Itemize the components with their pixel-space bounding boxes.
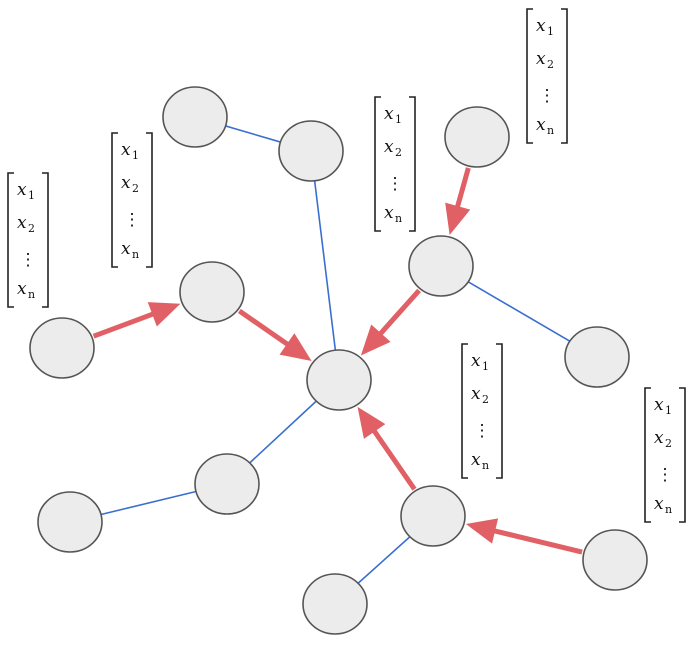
vector-right-bracket <box>409 96 416 232</box>
vector-entry-subscript: n <box>28 288 35 301</box>
vector-entry: x <box>384 137 394 157</box>
vector-entry-subscript: 1 <box>482 360 489 373</box>
vector-entry: x <box>384 104 394 124</box>
graph-node <box>302 573 368 635</box>
graph-edge <box>100 490 197 516</box>
vector-entry: x <box>17 213 27 233</box>
message-arrow-shaft <box>92 311 156 339</box>
message-arrow-shaft <box>492 528 583 555</box>
vector-entry: x <box>17 180 27 200</box>
graph-edge <box>225 125 281 143</box>
vector-right-bracket <box>561 8 568 144</box>
graph-node <box>278 120 344 182</box>
message-arrowhead <box>360 324 391 356</box>
graph-node <box>37 491 103 553</box>
vector-entry-subscript: n <box>395 212 402 225</box>
vector-entry: x <box>121 239 131 259</box>
vector-entry-ellipsis: ⋮ <box>387 174 404 194</box>
vector-entry-subscript: 1 <box>132 149 139 162</box>
vector-entry: x <box>121 140 131 160</box>
message-arrowhead <box>445 202 471 236</box>
message-arrowhead <box>147 302 181 327</box>
graph-node <box>400 485 466 547</box>
vector-left-bracket <box>111 132 118 268</box>
vector-entry-subscript: n <box>482 459 489 472</box>
vector-entry-subscript: 2 <box>395 146 402 159</box>
vector-entry: x <box>654 494 664 514</box>
vector-entry: x <box>17 279 27 299</box>
vector-entry-subscript: n <box>665 503 672 516</box>
graph-node <box>408 235 474 297</box>
vector-entry: x <box>121 173 131 193</box>
vector-entry-subscript: 1 <box>395 113 402 126</box>
vector-left-bracket <box>7 172 14 308</box>
vector-left-bracket <box>461 343 468 479</box>
vector-entry-subscript: 1 <box>665 404 672 417</box>
vector-right-bracket <box>496 343 503 479</box>
vector-entry-subscript: 2 <box>665 437 672 450</box>
vector-entry: x <box>654 395 664 415</box>
graph-node <box>29 317 95 379</box>
vector-entry: x <box>471 384 481 404</box>
message-arrowhead <box>279 333 312 362</box>
vector-entry-subscript: 2 <box>28 222 35 235</box>
vector-left-bracket <box>526 8 533 144</box>
vector-entry: x <box>536 115 546 135</box>
vector-entry-subscript: n <box>547 124 554 137</box>
message-arrow-shaft <box>371 428 417 491</box>
graph-node <box>444 106 510 168</box>
vector-entry-ellipsis: ⋮ <box>474 421 491 441</box>
vector-left-bracket <box>374 96 381 232</box>
vector-entry-subscript: 2 <box>132 182 139 195</box>
vector-entry: x <box>536 16 546 36</box>
graph-edge <box>313 180 337 351</box>
graph-node <box>564 326 630 388</box>
graph-node <box>582 529 648 591</box>
message-arrowhead <box>357 406 386 439</box>
center-node <box>306 349 372 411</box>
graph-node <box>162 86 228 148</box>
vector-entry: x <box>471 450 481 470</box>
vector-entry-ellipsis: ⋮ <box>539 86 556 106</box>
vector-left-bracket <box>644 387 651 523</box>
vector-entry: x <box>536 49 546 69</box>
vector-entry: x <box>471 351 481 371</box>
vector-entry-subscript: 2 <box>547 58 554 71</box>
vector-right-bracket <box>146 132 153 268</box>
graph-edge <box>357 536 411 584</box>
vector-entry: x <box>654 428 664 448</box>
vector-right-bracket <box>679 387 686 523</box>
graph-edge <box>467 281 571 342</box>
vector-entry-ellipsis: ⋮ <box>124 210 141 230</box>
message-arrow-shaft <box>377 288 421 337</box>
message-arrow-shaft <box>454 167 471 209</box>
vector-entry-ellipsis: ⋮ <box>20 250 37 270</box>
graph-node <box>194 453 260 515</box>
graph-node <box>179 261 245 323</box>
message-arrow-shaft <box>237 308 291 348</box>
vector-entry-ellipsis: ⋮ <box>657 465 674 485</box>
vector-right-bracket <box>42 172 49 308</box>
vector-entry: x <box>384 203 394 223</box>
vector-entry-subscript: 1 <box>547 25 554 38</box>
message-arrowhead <box>465 518 499 544</box>
vector-entry-subscript: n <box>132 248 139 261</box>
vector-entry-subscript: 1 <box>28 189 35 202</box>
vector-entry-subscript: 2 <box>482 393 489 406</box>
graph-edge <box>249 400 317 464</box>
